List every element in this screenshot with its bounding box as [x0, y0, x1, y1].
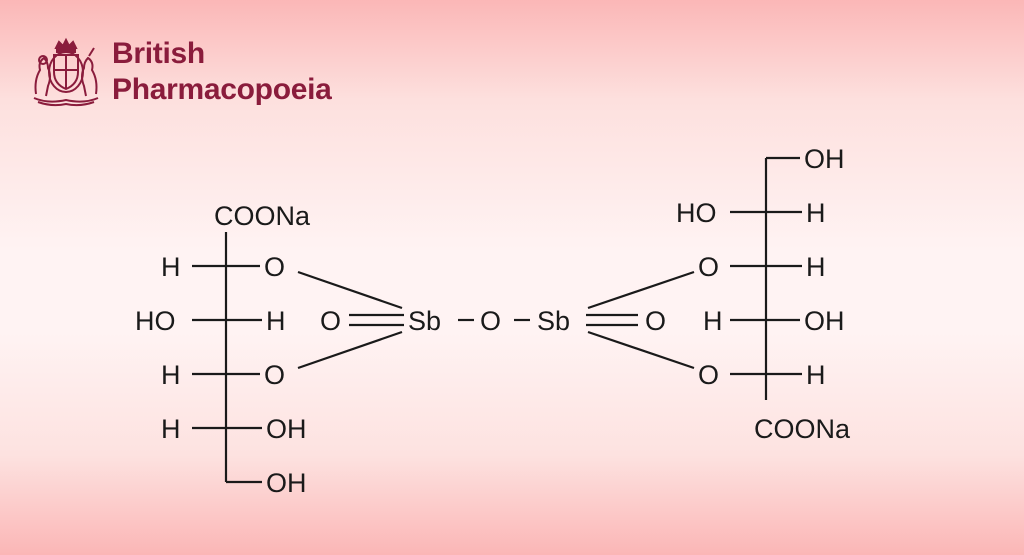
right-lower-sb-o-bond	[587, 330, 695, 370]
right-row2-left: O	[698, 252, 719, 282]
left-antimony: Sb	[408, 306, 441, 336]
left-top-group: COONa	[214, 201, 311, 231]
right-row3-left: H	[703, 306, 723, 336]
right-upper-sb-o-bond	[587, 270, 695, 310]
left-oxo-o: O	[320, 306, 341, 336]
left-row1-left: H	[161, 252, 181, 282]
left-row3-right: O	[264, 360, 285, 390]
right-row1-right: H	[806, 198, 826, 228]
right-bottom-group: COONa	[754, 414, 851, 444]
left-upper-o-sb-bond	[297, 270, 403, 310]
left-row3-left: H	[161, 360, 181, 390]
right-row4-right: H	[806, 360, 826, 390]
right-antimony: Sb	[537, 306, 570, 336]
right-row2-right: H	[806, 252, 826, 282]
bridge-oxygen: O	[480, 306, 501, 336]
brand-name-line2: Pharmacopoeia	[112, 73, 332, 106]
left-sugar-unit: COONa H O HO H H O H OH OH	[135, 201, 311, 498]
brand-logo: British Pharmacopoeia	[28, 36, 332, 108]
left-row2-right: H	[266, 306, 286, 336]
left-bottom-group: OH	[266, 468, 307, 498]
left-row4-right: OH	[266, 414, 307, 444]
brand-name-line1: British	[112, 37, 205, 70]
antimony-core: O Sb O Sb O	[297, 270, 695, 370]
right-sugar-unit: OH HO H O H H OH O H COONa	[676, 144, 851, 444]
left-row1-right: O	[264, 252, 285, 282]
left-row4-left: H	[161, 414, 181, 444]
right-top-group: OH	[804, 144, 845, 174]
royal-coat-of-arms-icon	[33, 37, 99, 107]
left-lower-o-sb-bond	[297, 330, 403, 370]
right-row4-left: O	[698, 360, 719, 390]
right-row1-left: HO	[676, 198, 717, 228]
left-row2-left: HO	[135, 306, 176, 336]
right-oxo-o: O	[645, 306, 666, 336]
right-row3-right: OH	[804, 306, 845, 336]
